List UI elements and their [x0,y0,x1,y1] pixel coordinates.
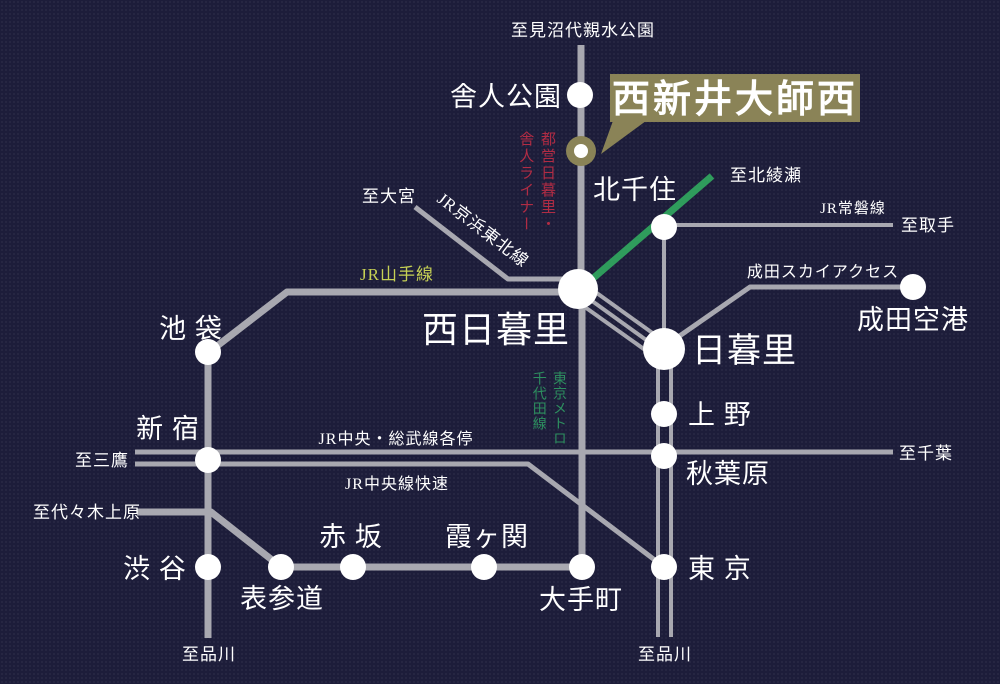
station-circle-akihabara [651,443,677,469]
station-circle-kasumigaseki [471,554,497,580]
dest-toride: 至取手 [901,216,955,235]
dest-yoyogi-uehara: 至代々木上原 [33,503,141,522]
dest-shinagawa-left: 至品川 [182,645,236,664]
featured-station-name: 西新井大師西 [612,79,858,121]
label-omotesando: 表参道 [240,584,324,614]
station-circle-kitasenju [651,214,677,240]
label-akihabara: 秋葉原 [686,459,770,489]
dest-shinagawa-right: 至品川 [638,645,692,664]
featured-station-marker [566,136,596,166]
label-toneri-liner: 都営日暮里・舎人ライナー [517,131,555,233]
featured-station-badge: 西新井大師西 [601,74,860,154]
station-circle-ikebukuro [195,339,221,365]
label-chuo-rapid: JR中央線快速 [345,475,449,493]
dest-chiba: 至千葉 [899,444,953,463]
label-ikebukuro: 池 袋 [159,314,223,344]
badge-pointer [601,118,650,154]
label-narita-sky-access: 成田スカイアクセス [747,263,899,281]
label-nishinippori: 西日暮里 [422,310,570,350]
chiyoda-line-green-segment [580,173,715,290]
label-nippori: 日暮里 [692,332,797,370]
label-tokyo: 東 京 [688,554,752,584]
label-otemachi: 大手町 [539,585,623,615]
featured-station-dot [574,144,588,158]
dest-omiya: 至大宮 [362,187,416,206]
dest-minumadai: 至見沼代親水公園 [511,21,655,40]
nippori-link-track-1 [573,298,657,359]
label-shibuya: 渋 谷 [123,554,187,584]
station-circle-shibuya [195,554,221,580]
narita-sky-access-line [666,284,908,347]
station-circle-nippori [643,328,685,370]
badge-box [610,74,860,122]
label-chuo-sobu-local: JR中央・総武線各停 [319,430,474,448]
keihintohoku-line [413,205,568,282]
station-circle-nishinippori [558,269,598,309]
dest-mitaka: 至三鷹 [75,450,129,470]
label-toneri-koen: 舎人公園 [450,82,562,112]
dest-kita-ayase: 至北綾瀬 [730,166,802,185]
station-circle-ueno [651,401,677,427]
label-shinjuku: 新 宿 [136,414,200,444]
station-circle-narita-airport [900,274,926,300]
station-circle-akasaka [340,554,366,580]
station-circle-omotesando [268,554,294,580]
label-kitasenju: 北千住 [593,175,677,205]
station-circle-tokyo [651,554,677,580]
label-kasumigaseki: 霞ヶ関 [445,522,529,552]
chuo-rapid-line [135,461,666,569]
label-ueno: 上 野 [688,400,752,430]
label-chiyoda-metro: 東京メトロ千代田線 [530,371,566,446]
label-narita-airport: 成田空港 [857,305,969,335]
station-circle-shinjuku [195,447,221,473]
station-circle-otemachi [569,554,595,580]
label-joban-line: JR常磐線 [820,200,886,217]
label-yamanote-line: JR山手線 [360,265,434,284]
station-circle-toneri-koen [567,82,593,108]
yamanote-line [204,288,578,638]
label-akasaka: 赤 坂 [319,522,383,552]
